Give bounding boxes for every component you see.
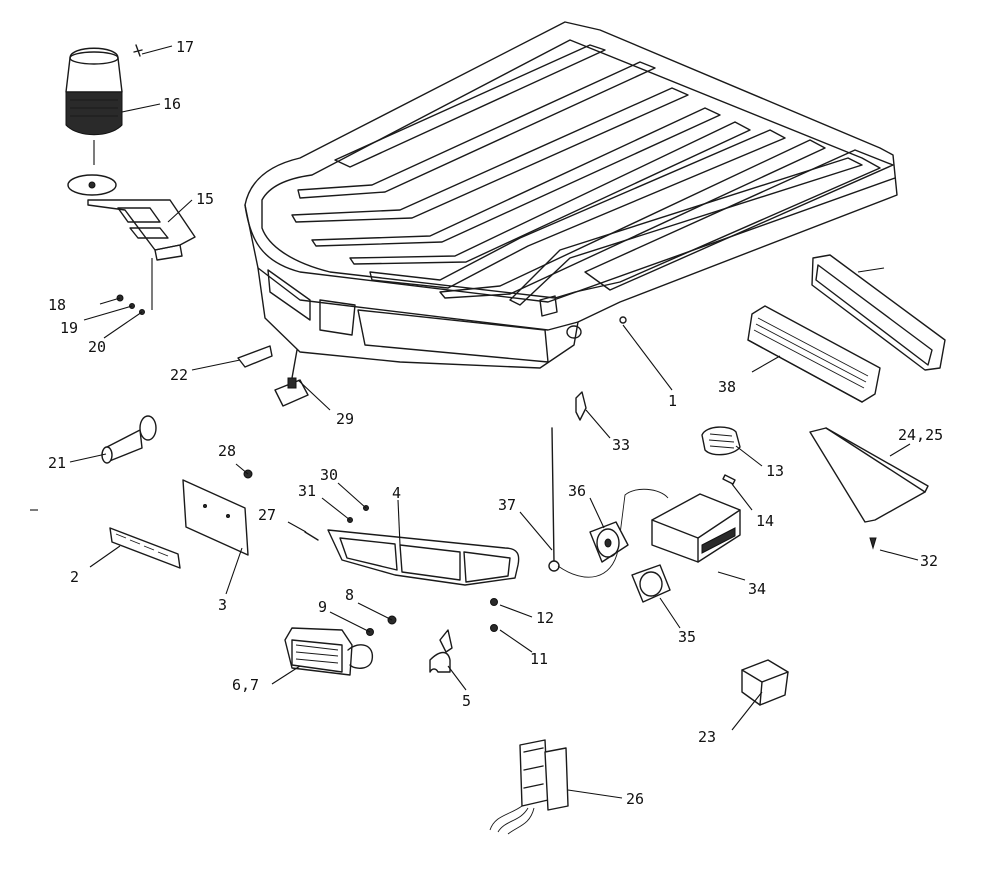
callout-14: 15 — [196, 190, 214, 208]
fasteners-17-19 — [116, 294, 145, 315]
callout-17: 18 — [48, 296, 66, 314]
grille-panel — [327, 529, 520, 586]
callout-21: 22 — [170, 366, 188, 384]
side-lamp — [701, 426, 741, 456]
callout-13: 14 — [756, 512, 774, 530]
filter-cover — [811, 254, 946, 371]
callout-31: 32 — [920, 552, 938, 570]
callout-29: 30 — [320, 466, 338, 484]
callout-18: 19 — [60, 319, 78, 337]
horn — [101, 415, 157, 464]
callout-labels: 17 16 15 18 19 20 22 29 21 28 2 3 27 30 … — [48, 38, 943, 808]
speaker-grille — [631, 564, 671, 603]
callout-24-25: 24,25 — [898, 426, 943, 444]
nut-11 — [490, 598, 498, 606]
connector-block — [489, 739, 569, 835]
callout-8: 8 — [345, 586, 354, 604]
callout-9: 9 — [318, 598, 327, 616]
speaker — [589, 521, 629, 563]
callout-1: 1 — [668, 392, 677, 410]
callout-36: 37 — [498, 496, 516, 514]
callout-2: 2 — [70, 568, 79, 586]
washer-10 — [490, 624, 498, 632]
callout-23: 26 — [626, 790, 644, 808]
callout-22: 23 — [698, 728, 716, 746]
callout-19: 20 — [88, 338, 106, 356]
cab-roof — [244, 21, 898, 369]
decal-strip — [109, 527, 181, 569]
callout-15: 16 — [163, 95, 181, 113]
beacon-bracket — [67, 174, 196, 261]
leader-lines — [30, 45, 919, 799]
callout-5: 5 — [462, 692, 471, 710]
bulb — [722, 474, 736, 485]
work-lamp — [284, 627, 374, 676]
callout-32: 33 — [612, 436, 630, 454]
screw-28 — [304, 531, 319, 541]
callout-4: 4 — [392, 484, 401, 502]
callout-26: 28 — [218, 442, 236, 460]
callout-3: 3 — [218, 596, 227, 614]
triangle-bracket — [809, 427, 929, 523]
screw-31 — [869, 537, 877, 550]
toggle-switch — [274, 349, 309, 407]
switch-bracket — [237, 345, 273, 368]
cable-clip — [575, 391, 587, 421]
callout-33: 34 — [748, 580, 766, 598]
callout-37: 38 — [718, 378, 736, 396]
callout-20: 21 — [48, 454, 66, 472]
relay-box — [741, 659, 789, 706]
air-filter — [747, 305, 881, 403]
callout-34: 35 — [678, 628, 696, 646]
callout-12: 13 — [766, 462, 784, 480]
callout-30: 31 — [298, 482, 316, 500]
callout-35: 36 — [568, 482, 586, 500]
callout-10: 11 — [530, 650, 548, 668]
beacon-clip — [133, 44, 143, 57]
callout-28: 27 — [258, 506, 276, 524]
beacon-light — [65, 47, 123, 136]
callout-27: 29 — [336, 410, 354, 428]
lamp-bracket — [429, 629, 453, 673]
callout-6-7: 6,7 — [232, 676, 259, 694]
number-plate-bracket — [182, 479, 249, 556]
callout-16: 17 — [176, 38, 194, 56]
radio-unit — [651, 493, 741, 563]
callout-11: 12 — [536, 609, 554, 627]
